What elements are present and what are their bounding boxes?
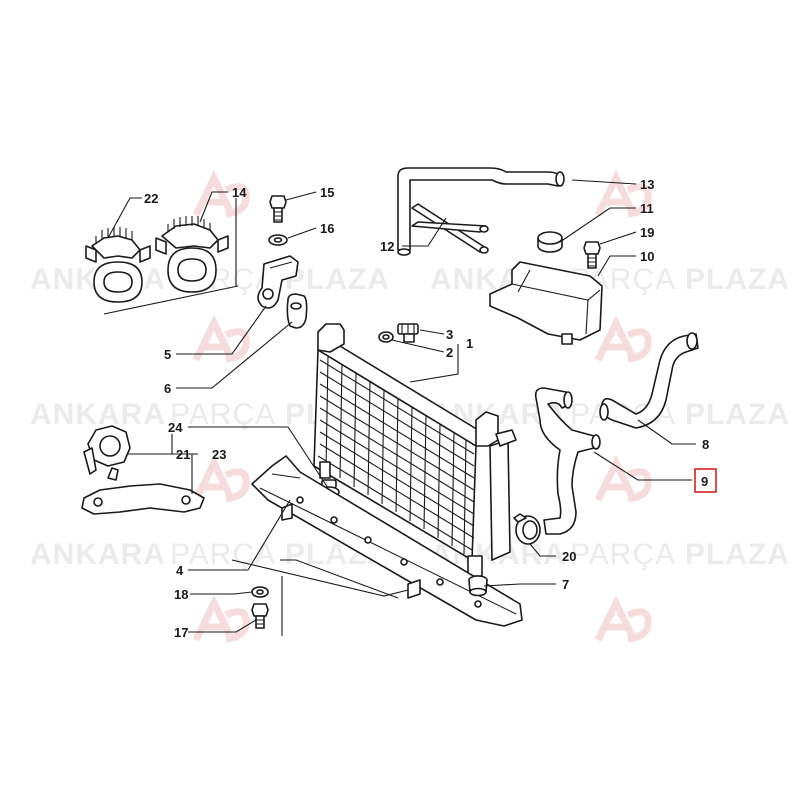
callout-12[interactable]: 12: [380, 239, 394, 254]
callout-19[interactable]: 19: [640, 225, 654, 240]
watermark-text-plaza: PLAZA: [685, 398, 790, 431]
part-19-screw[interactable]: [583, 241, 601, 269]
part-3-screw[interactable]: [397, 323, 419, 343]
callout-22[interactable]: 22: [144, 191, 158, 206]
callout-1[interactable]: 1: [466, 336, 473, 351]
part-11-cap[interactable]: [537, 231, 563, 253]
watermark-logo-icon: [192, 169, 250, 218]
callout-11[interactable]: 11: [640, 201, 654, 216]
leader-lines: [103, 179, 696, 636]
callout-16[interactable]: 16: [320, 221, 334, 236]
callout-18[interactable]: 18: [174, 587, 188, 602]
callout-23[interactable]: 23: [212, 447, 226, 462]
watermark-logo-icon: [594, 314, 652, 363]
part-17-bolt[interactable]: [251, 603, 269, 629]
part-18-washer[interactable]: [251, 586, 269, 598]
part-23-plate[interactable]: [81, 483, 205, 515]
part-1-radiator[interactable]: [313, 323, 517, 595]
part-5-bracket[interactable]: [257, 255, 299, 309]
part-14-hose-clamp[interactable]: [155, 216, 229, 293]
callout-4[interactable]: 4: [176, 563, 184, 578]
callout-6[interactable]: 6: [164, 381, 171, 396]
watermark-logo-icon: [192, 314, 250, 363]
callout-15[interactable]: 15: [320, 185, 334, 200]
part-8-hose[interactable]: [599, 332, 699, 429]
callout-14[interactable]: 14: [232, 185, 247, 200]
callout-2[interactable]: 2: [446, 345, 453, 360]
callout-21[interactable]: 21: [176, 447, 190, 462]
watermark-text-ankara: ANKARA: [30, 538, 166, 571]
callout-7[interactable]: 7: [562, 577, 569, 592]
callout-5[interactable]: 5: [164, 347, 171, 362]
watermark-text-plaza: PLAZA: [685, 538, 790, 571]
part-12-pipe[interactable]: [411, 203, 489, 254]
part-4-crossmember[interactable]: [251, 455, 523, 627]
part-13-hose[interactable]: [397, 167, 565, 256]
part-22-hose-clamp[interactable]: [85, 227, 151, 303]
watermark-logo-icon: [192, 594, 250, 643]
watermark-text-parca: PARÇA: [570, 538, 676, 571]
watermark-logo-icon: [192, 454, 250, 503]
watermark-text-plaza: PLAZA: [685, 263, 790, 296]
watermark-logo-icon: [594, 454, 652, 503]
part-21-mount[interactable]: [83, 425, 131, 481]
callout-20[interactable]: 20: [562, 549, 576, 564]
watermark-logo-icon: [594, 169, 652, 218]
callout-24[interactable]: 24: [168, 420, 183, 435]
callout-8[interactable]: 8: [702, 437, 709, 452]
part-2-washer[interactable]: [378, 331, 394, 343]
part-10-expansion-tank[interactable]: [489, 261, 603, 345]
watermark-text-plaza: PLAZA: [285, 263, 390, 296]
watermark-text-parca: PARÇA: [170, 538, 276, 571]
watermark-text-ankara: ANKARA: [30, 398, 166, 431]
callout-17[interactable]: 17: [174, 625, 188, 640]
part-15-bolt[interactable]: [269, 195, 287, 223]
callout-9[interactable]: 9: [701, 474, 708, 489]
part-6-rubber-mount[interactable]: [286, 293, 308, 329]
watermark-logo-icon: [594, 594, 652, 643]
callout-labels: 22 14 15 16 5 6 3 2 1 13 11 12 19 10 8 9…: [144, 177, 717, 640]
part-9-hose[interactable]: [534, 387, 601, 535]
part-16-washer[interactable]: [268, 234, 288, 246]
callout-10[interactable]: 10: [640, 249, 654, 264]
watermark-text-parca: PARÇA: [170, 398, 276, 431]
part-20-clamp[interactable]: [513, 513, 541, 545]
callout-13[interactable]: 13: [640, 177, 654, 192]
callout-9-highlight-box: [694, 468, 717, 493]
part-7-bushing[interactable]: [468, 575, 488, 597]
callout-3[interactable]: 3: [446, 327, 453, 342]
watermark: ANKARA PARÇA PLAZA ANKARA PARÇA PLAZA AN…: [30, 169, 790, 643]
